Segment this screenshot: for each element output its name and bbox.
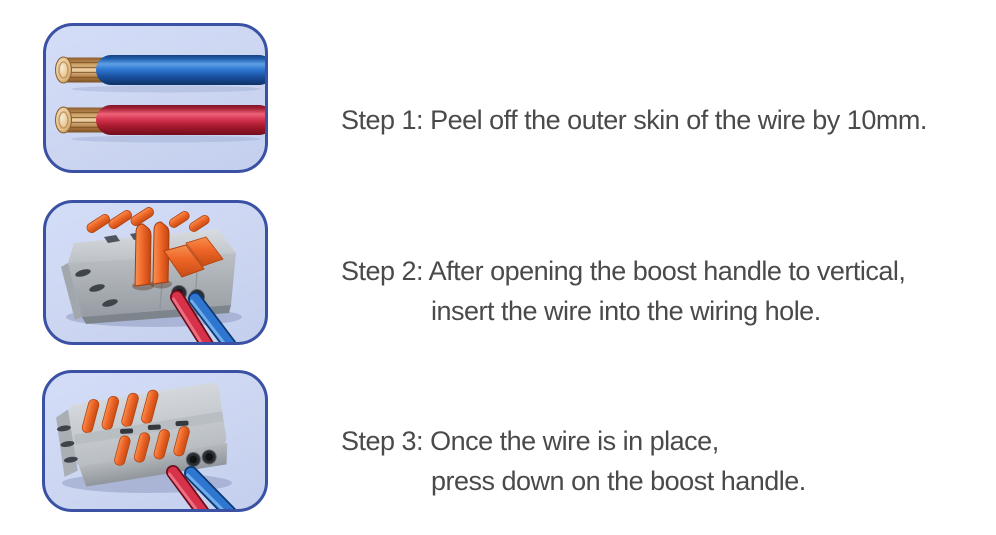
step1-line1: Step 1: Peel off the outer skin of the w… — [341, 105, 927, 135]
open-boost-handles — [132, 221, 172, 291]
step3-image-panel — [42, 370, 268, 512]
front-lever-bank — [114, 426, 190, 466]
step3-text: Step 3: Once the wire is in place, press… — [341, 421, 806, 501]
stripped-wires-illustration — [55, 55, 265, 143]
middle-slots — [120, 420, 189, 434]
step2-image-panel — [43, 200, 268, 345]
rear-lever-tips — [86, 207, 210, 233]
wire-holes — [185, 449, 217, 468]
connector-levers-open-illustration — [61, 207, 242, 342]
connector-levers-closed-illustration — [56, 382, 236, 509]
red-wire — [55, 105, 265, 143]
step1-image-panel — [43, 23, 268, 173]
inserted-wires — [170, 290, 237, 342]
step2-line1: Step 2: After opening the boost handle t… — [341, 256, 906, 286]
inserted-wires — [166, 465, 236, 509]
step2-text: Step 2: After opening the boost handle t… — [341, 251, 906, 331]
step3-line1: Step 3: Once the wire is in place, — [341, 426, 719, 456]
step1-text: Step 1: Peel off the outer skin of the w… — [341, 100, 927, 140]
step2-line2: insert the wire into the wiring hole. — [431, 296, 821, 326]
step3-line2: press down on the boost handle. — [431, 466, 806, 496]
rear-lever-bank — [81, 389, 159, 434]
folded-levers — [163, 236, 224, 278]
blue-wire — [55, 55, 265, 93]
connector-body-closed — [56, 382, 228, 487]
